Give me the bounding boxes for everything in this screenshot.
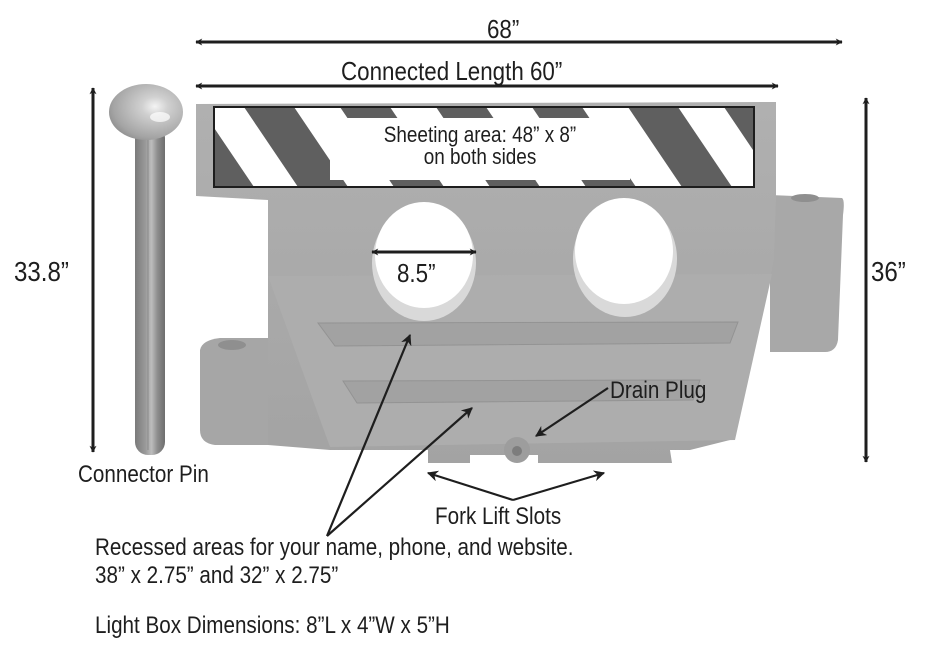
recessed-pointer-top: [325, 333, 412, 537]
connector-pin-label: Connector Pin: [78, 461, 209, 488]
fork-slot-pointer-right: [512, 470, 606, 502]
sheeting-border: [213, 106, 755, 188]
left-lug: [200, 338, 268, 445]
recessed-area-bottom: [342, 379, 701, 404]
recessed-areas-sizes: 38” x 2.75” and 32” x 2.75”: [95, 562, 339, 589]
hole-right: [575, 198, 673, 304]
connected-length-label: Connected Length 60”: [341, 56, 563, 86]
stripe: [724, 107, 754, 152]
pin-height-label: 33.8”: [14, 256, 69, 287]
barrier-height-label: 36”: [871, 256, 906, 287]
recessed-pointer-bottom: [326, 407, 473, 537]
fork-slot-pointer-left: [426, 470, 514, 502]
right-lug: [770, 195, 844, 352]
pin-head: [109, 84, 183, 140]
hole-diameter-label: 8.5”: [397, 258, 436, 288]
drain-plug: [512, 446, 522, 456]
recessed-area-top: [317, 321, 739, 347]
right-lug-hole: [791, 194, 819, 202]
stripe: [628, 107, 732, 187]
pin-highlight: [150, 112, 170, 122]
overall-length-label: 68”: [487, 14, 520, 44]
stripe: [244, 107, 348, 187]
barrier: [196, 102, 844, 463]
sheeting-label-line2: on both sides: [423, 144, 537, 169]
recessed-areas-label: Recessed areas for your name, phone, and…: [95, 534, 574, 561]
left-lug-hole: [218, 340, 246, 350]
hole-left: [375, 202, 473, 308]
light-box-dimensions: Light Box Dimensions: 8”L x 4”W x 5”H: [95, 612, 450, 639]
sheeting-label: Sheeting area: 48” x 8” on both sides: [330, 124, 630, 184]
sheeting-area: [213, 106, 755, 188]
sheeting-label-line1: Sheeting area: 48” x 8”: [383, 122, 577, 147]
pin-shaft: [135, 125, 165, 455]
stripe: [214, 127, 254, 187]
fork-lift-slots-label: Fork Lift Slots: [435, 503, 562, 530]
drain-plug-label: Drain Plug: [610, 377, 707, 404]
sheeting-label-box: [330, 118, 630, 180]
drain-plug-pointer: [535, 387, 609, 437]
lower-panel: [268, 274, 772, 447]
connector-pin: [109, 84, 183, 455]
